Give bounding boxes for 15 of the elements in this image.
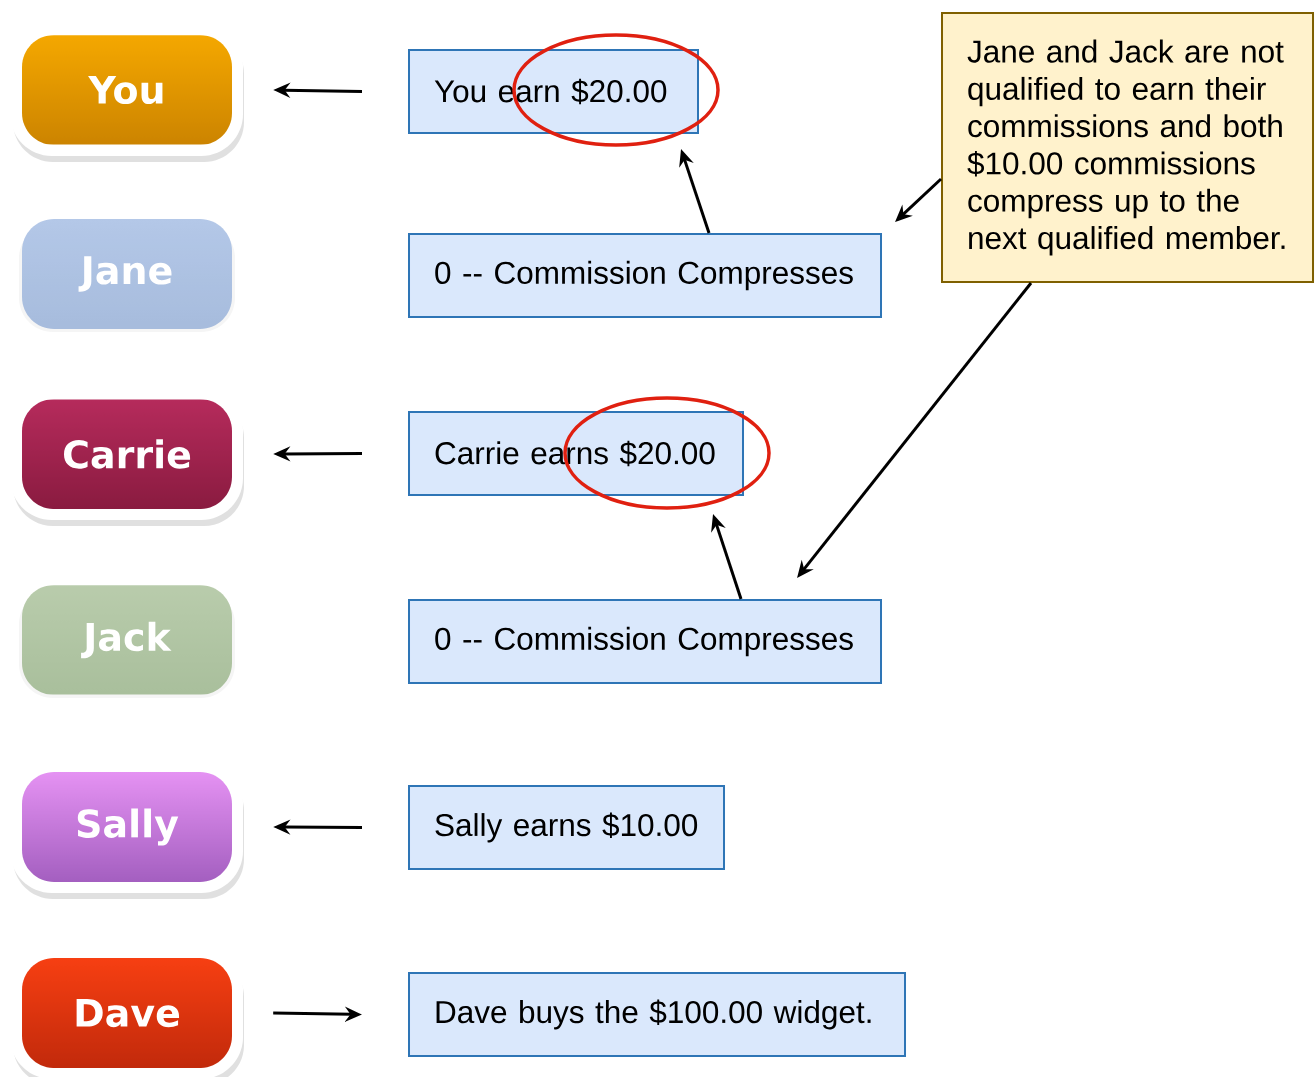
text-box: 0 -- Commission Compresses bbox=[408, 233, 882, 318]
person-pill: Dave bbox=[10, 947, 244, 1077]
node-label: Carrie bbox=[63, 439, 191, 469]
person-pill: Jane bbox=[19, 219, 235, 332]
node-label: Dave bbox=[76, 998, 180, 1028]
node-label: Sally bbox=[77, 808, 179, 846]
note-box: Jane and Jack are not qualified to earn their commissions and both $10.00 commissions compress up to the next qualified member. bbox=[941, 12, 1314, 283]
text-box: Sally earns $10.00 bbox=[408, 785, 725, 870]
person-pill: Carrie bbox=[10, 388, 244, 526]
person-pill: Jack bbox=[19, 585, 235, 698]
text-box: Dave buys the $100.00 widget. bbox=[408, 972, 906, 1057]
person-pill: Sally bbox=[10, 761, 244, 899]
text-box: 0 -- Commission Compresses bbox=[408, 599, 882, 684]
person-pill: You bbox=[10, 24, 244, 162]
node-label: You bbox=[88, 75, 163, 105]
